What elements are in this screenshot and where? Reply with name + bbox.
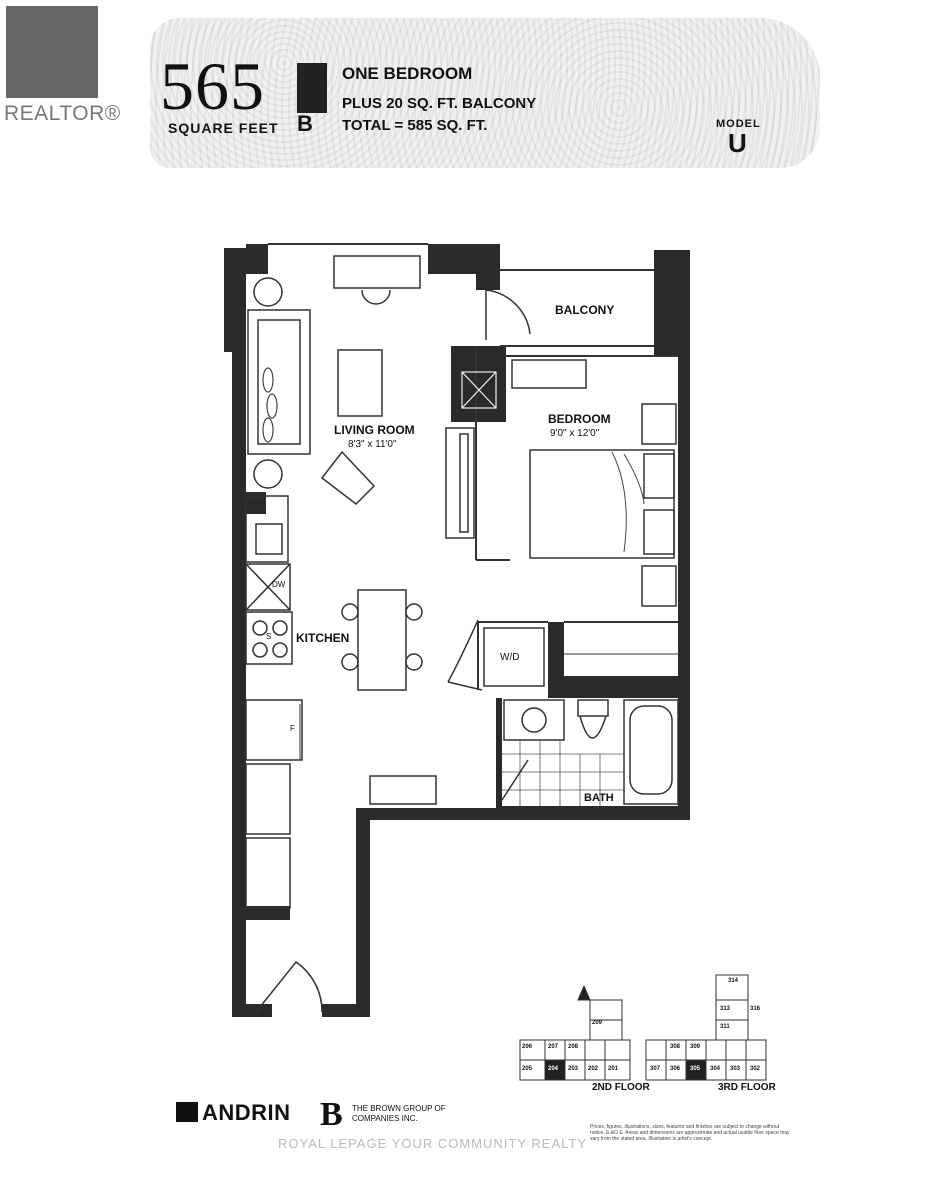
floor-plan-walls [224, 244, 690, 1017]
keyplan2-unit: 204 [548, 1066, 559, 1072]
keyplan2-unit: 209 [592, 1020, 603, 1026]
bedroom-bed-cover [611, 451, 645, 553]
room-label-kitchen: KITCHEN [296, 631, 350, 645]
living-plant-icon [262, 367, 278, 443]
keyplan-2nd-floor-label: 2ND FLOOR [592, 1082, 650, 1093]
label-stove: S [266, 632, 272, 641]
header-background [150, 18, 820, 168]
keyplan3-unit: 309 [690, 1044, 701, 1050]
andrin-logo: ANDRIN [202, 1100, 291, 1125]
brown-group-name: THE BROWN GROUP OF COMPANIES INC. [352, 1104, 446, 1123]
bath-tiles [502, 740, 624, 806]
square-feet-label: SQUARE FEET [168, 120, 279, 136]
keyplan3-unit: 307 [650, 1066, 661, 1072]
room-dim-living: 8'3" x 11'0" [348, 439, 397, 450]
keyplan2-unit: 202 [588, 1066, 599, 1072]
floor-plan-thin-walls [268, 243, 678, 690]
header-bar-icon [297, 63, 327, 113]
keyplan3-unit: 302 [750, 1066, 761, 1072]
keyplan2-unit: 208 [568, 1044, 579, 1050]
room-label-bath: BATH [584, 792, 614, 804]
keyplan2-unit: 207 [548, 1044, 559, 1050]
fireplace [461, 371, 497, 409]
keyplan3-unit: 305 [690, 1066, 701, 1072]
model-letter: U [728, 128, 747, 158]
keyplan3-unit: 308 [670, 1044, 681, 1050]
keyplan3-unit: 314 [728, 978, 739, 984]
unit-type: ONE BEDROOM [342, 64, 473, 83]
label-washer-dryer: W/D [500, 652, 520, 663]
watermark: ROYAL LEPAGE YOUR COMMUNITY REALTY [278, 1136, 587, 1151]
doors [255, 289, 531, 1013]
keyplan2-unit: 205 [522, 1066, 533, 1072]
keyplan3-unit: 311 [720, 1024, 730, 1030]
keyplan3-unit: 313 [720, 1006, 731, 1012]
brown-group-logo-mark: B [320, 1096, 343, 1133]
room-label-balcony: BALCONY [555, 303, 615, 317]
keyplan3-unit: 316 [750, 1006, 761, 1012]
realtor-logo-icon [6, 6, 98, 98]
andrin-logo-icon [176, 1102, 198, 1122]
keyplan2-unit: 203 [568, 1066, 579, 1072]
keyplan-2nd-floor [519, 984, 631, 1081]
keyplan-3rd-floor-label: 3RD FLOOR [718, 1082, 776, 1093]
total-area: TOTAL = 585 SQ. FT. [342, 117, 488, 134]
room-label-living: LIVING ROOM [334, 423, 415, 437]
keyplan2-unit: 201 [608, 1066, 619, 1072]
keyplan2-unit: 206 [522, 1044, 533, 1050]
keyplan3-unit: 303 [730, 1066, 741, 1072]
room-label-bedroom: BEDROOM [548, 412, 611, 426]
header-logo-mark: B [297, 111, 313, 136]
fixtures [245, 255, 679, 909]
keyplan3-unit: 306 [670, 1066, 681, 1072]
room-dim-bedroom: 9'0" x 12'0" [550, 428, 600, 439]
model-label: MODEL [716, 118, 761, 130]
realtor-label: REALTOR® [4, 102, 121, 125]
closet-marks [299, 653, 678, 760]
keyplan3-unit: 304 [710, 1066, 721, 1072]
square-feet-number: 565 [160, 48, 265, 124]
label-dishwasher: DW [272, 580, 286, 589]
label-fridge: F [290, 724, 295, 733]
disclaimer: Prices, figures, illustrations, sizes, f… [590, 1124, 790, 1142]
keyplan-3rd-floor [645, 974, 767, 1081]
balcony-area: PLUS 20 SQ. FT. BALCONY [342, 95, 537, 112]
